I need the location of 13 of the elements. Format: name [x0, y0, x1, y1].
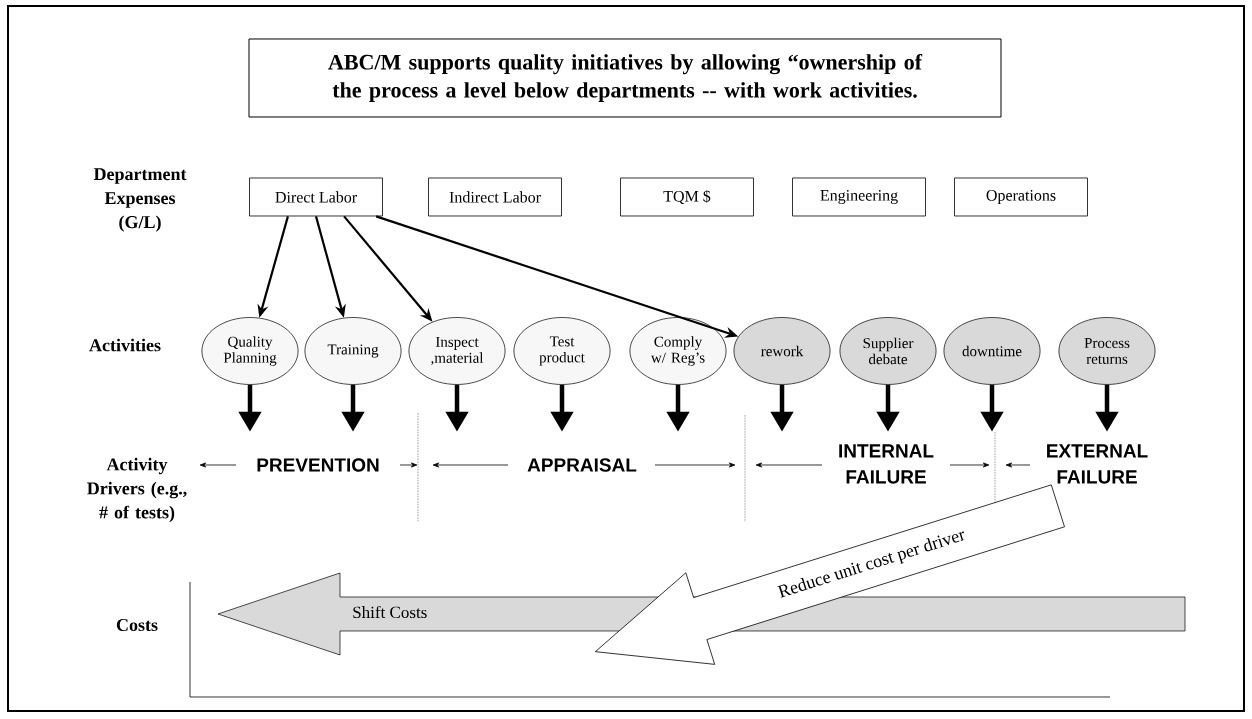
department-box: Direct Labor [249, 177, 383, 217]
row-label: Activity Drivers (e.g., # of tests) [87, 457, 187, 523]
title-box: ABC/M supports quality initiatives by allowing “ownership of the process a level below departments -- with work activities. [248, 38, 1002, 118]
department-box: TQM $ [620, 177, 754, 217]
department-box: Operations [954, 177, 1088, 217]
row-label: Activities [89, 338, 161, 352]
category-label: EXTERNAL FAILURE [1047, 444, 1148, 484]
category-label: APPRAISAL [527, 458, 637, 472]
category-label: PREVENTION [257, 458, 379, 472]
row-label: Costs [116, 618, 158, 632]
department-box: Engineering [792, 177, 926, 217]
department-box: Indirect Labor [428, 177, 562, 217]
row-label: Department Expenses (G/L) [93, 168, 187, 232]
